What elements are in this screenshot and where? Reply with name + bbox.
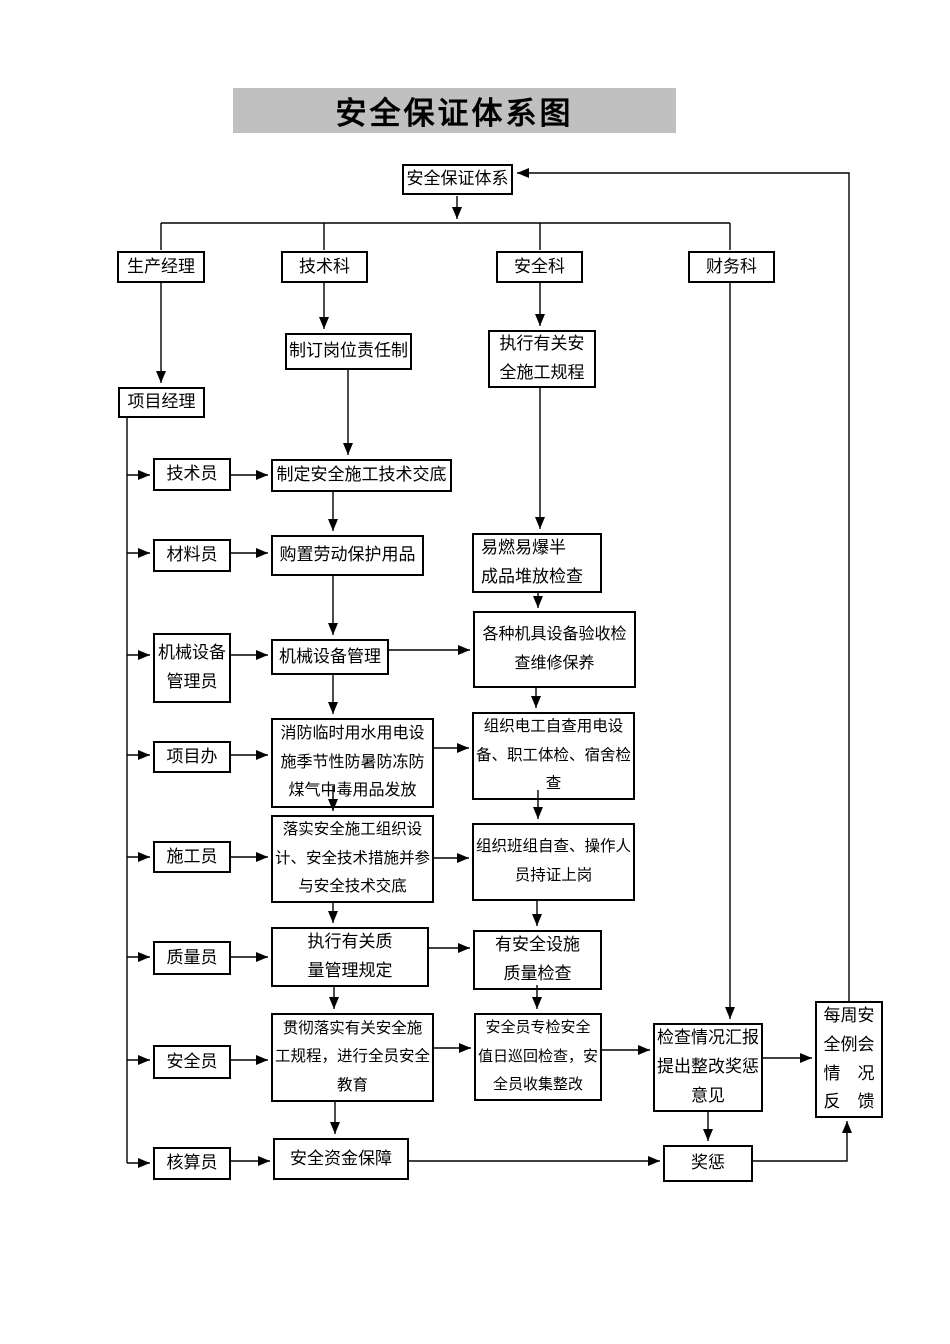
vertical-flow-arrows bbox=[156, 283, 735, 1141]
node-quality-inspector: 质量员 bbox=[153, 941, 231, 975]
node-reward-punishment: 奖惩 bbox=[663, 1145, 753, 1182]
node-production-manager: 生产经理 bbox=[117, 251, 205, 283]
tree-connectors bbox=[160, 196, 731, 250]
node-fire-seasonal-supplies: 消防临时用水用电设 施季节性防暑防冻防 煤气中毒用品发放 bbox=[271, 718, 434, 808]
node-technology-dept: 技术科 bbox=[281, 251, 368, 283]
node-safety-fund-guarantee: 安全资金保障 bbox=[273, 1138, 409, 1180]
node-safety-facility-quality-check: 有安全设施 质量检查 bbox=[473, 930, 602, 990]
node-quality-regulations: 执行有关质 量管理规定 bbox=[271, 927, 429, 987]
project-manager-spine bbox=[126, 418, 150, 1168]
node-exec-safety-regulations: 执行有关安 全施工规程 bbox=[488, 330, 596, 388]
node-weekly-safety-meeting-feedback: 每周安 全例会 情 况 反 馈 bbox=[815, 1001, 883, 1118]
node-project-office: 项目办 bbox=[153, 741, 231, 773]
node-safety-officer: 安全员 bbox=[153, 1045, 231, 1079]
node-implement-safety-education: 贯彻落实有关安全施 工规程，进行全员安全 教育 bbox=[271, 1013, 434, 1102]
node-team-selfcheck-certified: 组织班组自查、操作人 员持证上岗 bbox=[472, 823, 635, 901]
node-machinery-management: 机械设备管理 bbox=[271, 639, 389, 675]
node-purchase-labor-protection: 购置劳动保护用品 bbox=[271, 535, 424, 576]
node-implement-org-design: 落实安全施工组织设 计、安全技术措施并参 与安全技术交底 bbox=[271, 815, 434, 903]
diagram-title: 安全保证体系图 bbox=[233, 88, 676, 133]
node-machinery-administrator: 机械设备 管理员 bbox=[153, 633, 231, 703]
node-post-responsibility-system: 制订岗位责任制 bbox=[285, 333, 412, 370]
node-constructor: 施工员 bbox=[153, 841, 231, 873]
node-tech-disclosure: 制定安全施工技术交底 bbox=[271, 459, 452, 492]
node-safety-assurance-system: 安全保证体系 bbox=[402, 164, 513, 195]
node-finance-dept: 财务科 bbox=[688, 251, 775, 283]
node-inspection-report-suggestions: 检查情况汇报 提出整改奖惩 意见 bbox=[653, 1023, 763, 1112]
node-project-manager: 项目经理 bbox=[118, 387, 205, 418]
node-equipment-acceptance-maintenance: 各种机具设备验收检 查维修保养 bbox=[473, 611, 636, 688]
node-material-clerk: 材料员 bbox=[153, 539, 231, 572]
node-safety-dept: 安全科 bbox=[496, 251, 583, 283]
node-flammable-storage-check: 易燃易爆半 成品堆放检查 bbox=[472, 533, 602, 593]
node-electrician-selfcheck: 组织电工自查用电设 备、职工体检、宿舍检 查 bbox=[472, 712, 635, 800]
node-technician: 技术员 bbox=[153, 458, 231, 491]
node-special-inspection-patrol: 安全员专检安全 值日巡回检查，安 全员收集整改 bbox=[474, 1013, 602, 1101]
node-accountant: 核算员 bbox=[153, 1147, 231, 1180]
